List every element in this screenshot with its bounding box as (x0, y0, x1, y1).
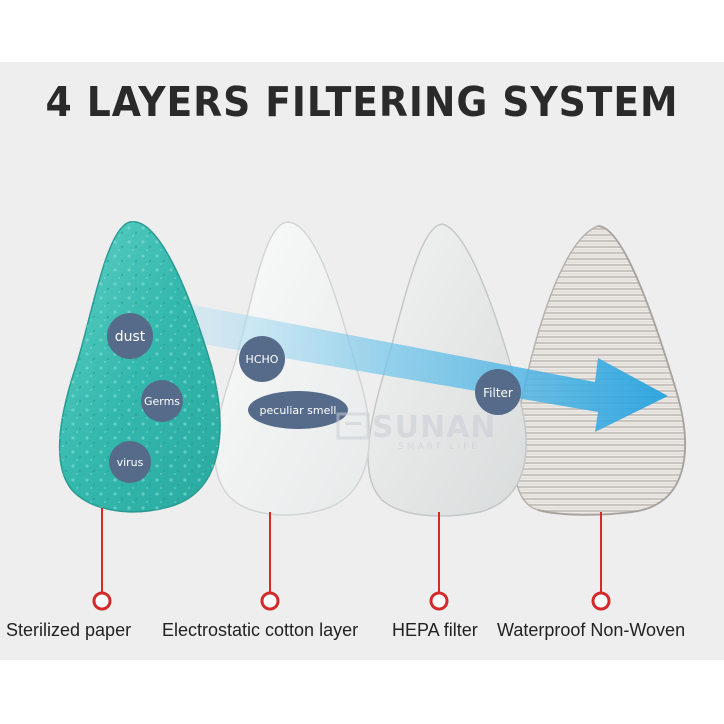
connector-electrostatic-cotton (260, 512, 280, 611)
label-waterproof-non-woven: Waterproof Non-Woven (497, 620, 686, 640)
bubble-filter: Filter (475, 369, 521, 415)
connector-sterilized-paper (92, 508, 112, 611)
bubble-dust: dust (107, 313, 153, 359)
layer-sterilized-paper (58, 221, 221, 513)
connector-waterproof-non-woven (591, 512, 611, 611)
label-hepa-filter: HEPA filter (392, 620, 478, 640)
airflow-arrow (168, 300, 668, 432)
svg-text:SMART LIFE: SMART LIFE (398, 442, 480, 452)
svg-text:HCHO: HCHO (246, 353, 279, 366)
svg-text:SUNAN: SUNAN (372, 410, 496, 445)
svg-text:virus: virus (117, 456, 144, 469)
bubble-germs: Germs (141, 380, 183, 422)
bubble-virus: virus (109, 441, 151, 483)
page-title: 4 LAYERS FILTERING SYSTEM (45, 78, 679, 126)
bubble-peculiar-smell: peculiar smell (248, 391, 348, 429)
label-sterilized-paper: Sterilized paper (6, 620, 132, 640)
bubble-hcho: HCHO (239, 336, 285, 382)
sunan-watermark: SUNAN SMART LIFE (336, 410, 496, 452)
connector-hepa-filter (429, 512, 449, 611)
svg-text:dust: dust (115, 329, 146, 345)
label-electrostatic-cotton: Electrostatic cotton layer (162, 620, 359, 640)
svg-text:peculiar smell: peculiar smell (260, 404, 337, 417)
svg-text:Germs: Germs (144, 395, 180, 408)
svg-text:Filter: Filter (483, 386, 513, 400)
